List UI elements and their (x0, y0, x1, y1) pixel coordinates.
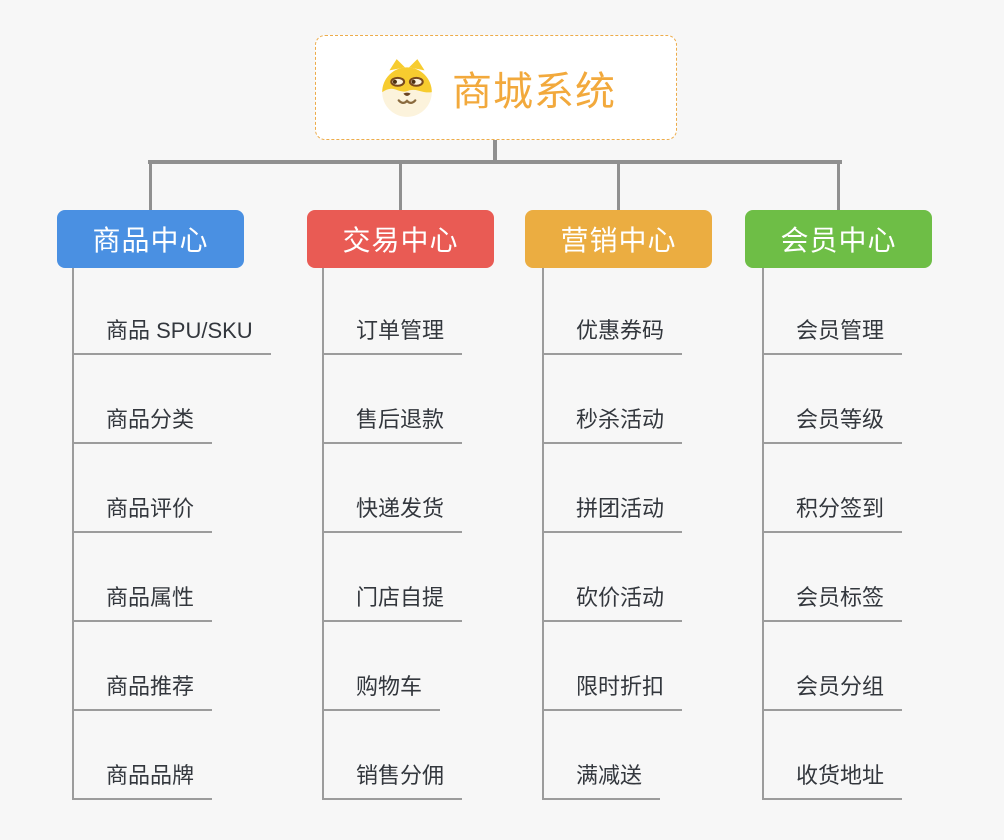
leaf-node[interactable]: 会员标签 (762, 583, 903, 622)
leaf-node[interactable]: 会员分组 (762, 672, 903, 711)
leaf-node[interactable]: 商品品牌 (72, 761, 213, 800)
connector-drop-trade (399, 160, 402, 212)
leaf-node[interactable]: 满减送 (542, 761, 661, 800)
connector-root-drop (493, 139, 497, 162)
branch-marketing-center[interactable]: 营销中心 (525, 210, 712, 268)
leaf-node[interactable]: 拼团活动 (542, 494, 683, 533)
connector-column-trade (322, 267, 324, 800)
connector-column-products (72, 267, 74, 800)
connector-column-member (762, 267, 764, 800)
connector-drop-products (149, 160, 152, 212)
leaf-node[interactable]: 订单管理 (322, 316, 463, 355)
leaf-node[interactable]: 商品推荐 (72, 672, 213, 711)
leaf-node[interactable]: 销售分佣 (322, 761, 463, 800)
leaf-node[interactable]: 优惠券码 (542, 316, 683, 355)
leaf-node[interactable]: 商品分类 (72, 405, 213, 444)
root-node[interactable]: 商城系统 (315, 35, 677, 140)
leaf-node[interactable]: 积分签到 (762, 494, 903, 533)
leaf-node[interactable]: 会员等级 (762, 405, 903, 444)
leaf-node[interactable]: 售后退款 (322, 405, 463, 444)
root-title: 商城系统 (452, 69, 616, 114)
leaf-node[interactable]: 商品评价 (72, 494, 213, 533)
leaf-node[interactable]: 收货地址 (762, 761, 903, 800)
leaf-node[interactable]: 快递发货 (322, 494, 463, 533)
connector-bus (148, 160, 842, 164)
leaf-node[interactable]: 会员管理 (762, 316, 903, 355)
leaf-node[interactable]: 秒杀活动 (542, 405, 683, 444)
branch-member-center[interactable]: 会员中心 (745, 210, 932, 268)
connector-drop-marketing (617, 160, 620, 212)
leaf-node[interactable]: 商品 SPU/SKU (72, 316, 271, 355)
leaf-node[interactable]: 购物车 (322, 672, 441, 711)
connector-column-marketing (542, 267, 544, 800)
branch-trade-center[interactable]: 交易中心 (307, 210, 494, 268)
connector-drop-member (837, 160, 840, 212)
leaf-node[interactable]: 砍价活动 (542, 583, 683, 622)
doge-icon (376, 57, 438, 119)
leaf-node[interactable]: 商品属性 (72, 583, 213, 622)
leaf-node[interactable]: 限时折扣 (542, 672, 683, 711)
leaf-node[interactable]: 门店自提 (322, 583, 463, 622)
branch-product-center[interactable]: 商品中心 (57, 210, 244, 268)
